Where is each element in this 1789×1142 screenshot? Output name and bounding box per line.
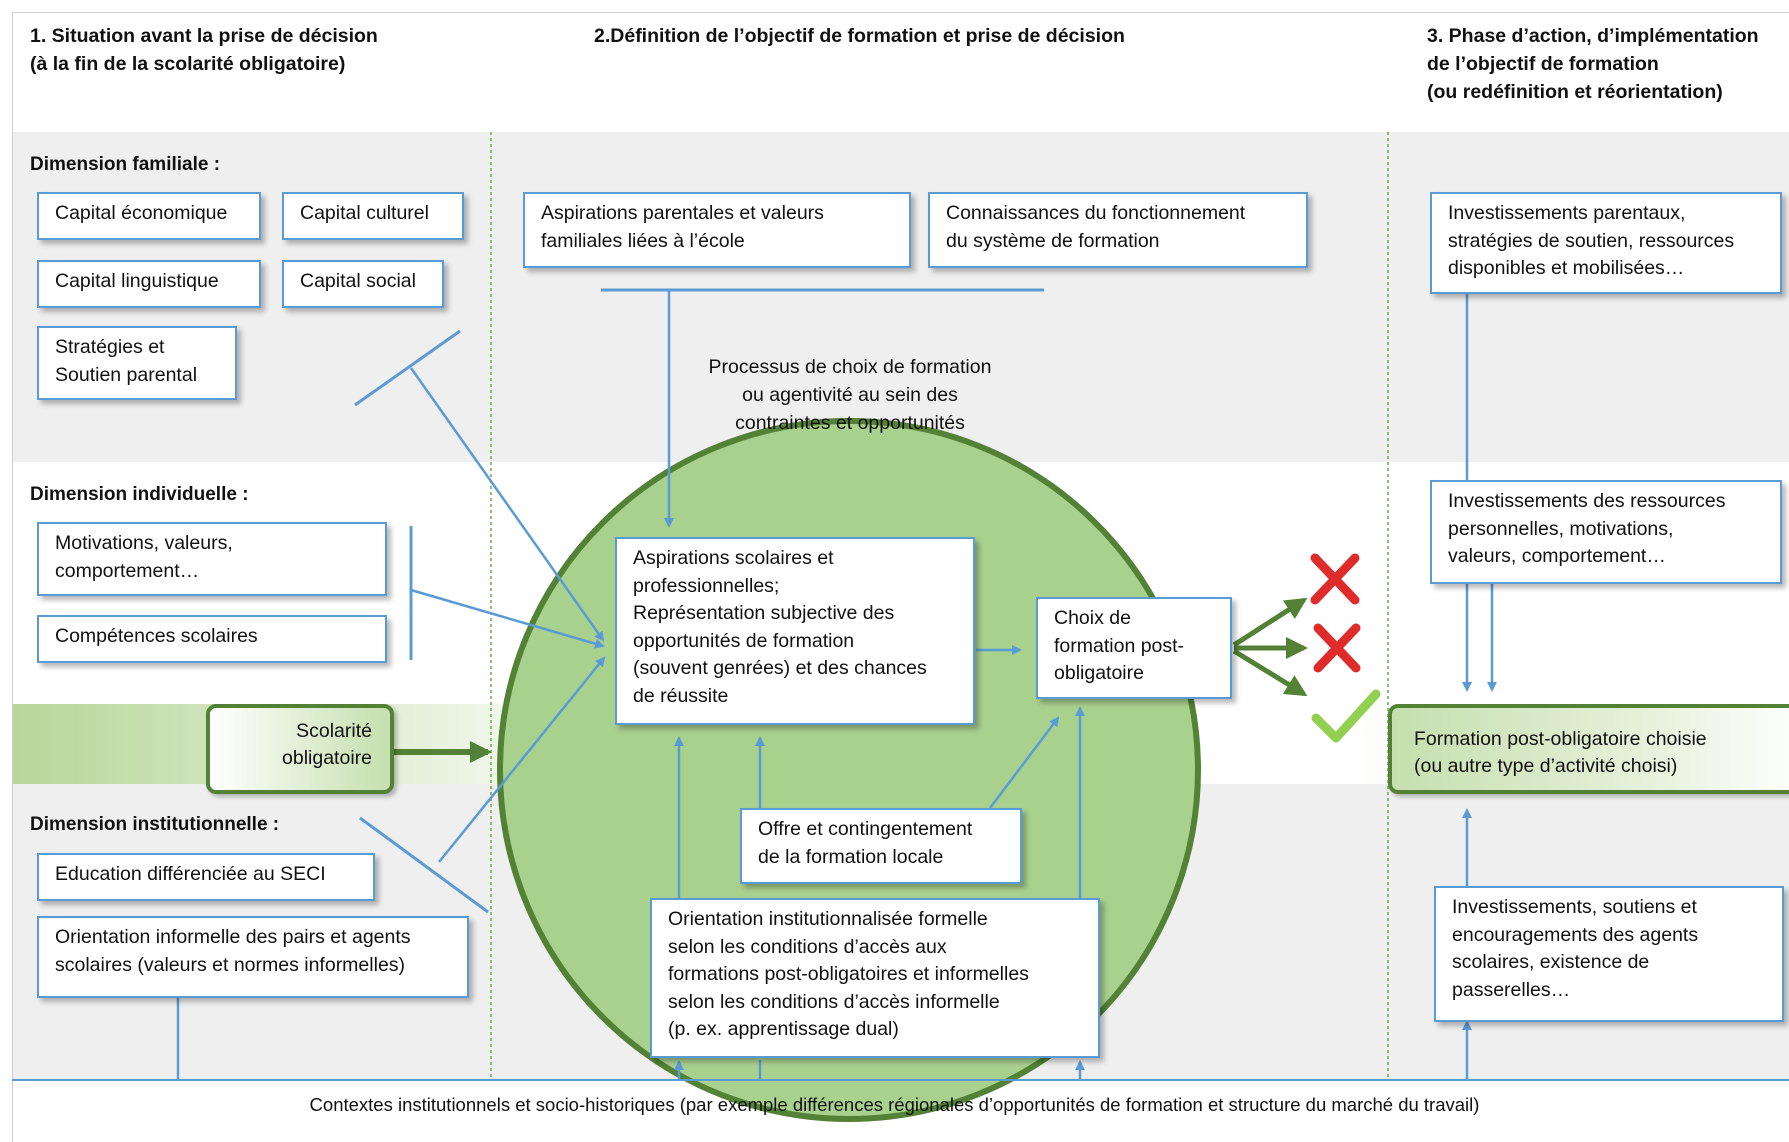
box-capital-culturel: Capital culturel xyxy=(282,192,464,240)
box-capital-economique: Capital économique xyxy=(37,192,261,240)
box-aspirations-scolaires: Aspirations scolaires et professionnelle… xyxy=(615,537,975,725)
scolarite-obligatoire-box: Scolarité obligatoire xyxy=(206,704,394,794)
box-connaissances: Connaissances du fonctionnement du systè… xyxy=(928,192,1308,268)
box-orientation-informelle: Orientation informelle des pairs et agen… xyxy=(37,916,469,998)
familiale-arrow xyxy=(409,367,605,642)
box-offre-formation: Offre et contingentement de la formation… xyxy=(740,808,1022,884)
dimension-institutionnelle-label: Dimension institutionnelle : xyxy=(30,814,280,835)
formation-choisie-box: Formation post-obligatoire choisie (ou a… xyxy=(1388,704,1789,794)
column-1-header: 1. Situation avant la prise de décision … xyxy=(30,25,378,75)
diagram-frame xyxy=(12,12,1789,1142)
box-orientation-institutionnalisee: Orientation institutionnalisée formelle … xyxy=(650,898,1100,1058)
dimension-individuelle-label: Dimension individuelle : xyxy=(30,484,249,505)
choix-arrow-3 xyxy=(1232,648,1308,697)
institutionnelle-arrow xyxy=(438,656,606,863)
box-education-seci: Education différenciée au SECI xyxy=(37,853,375,901)
cross-icon xyxy=(1310,553,1360,605)
box-investissements-personnels: Investissements des ressources personnel… xyxy=(1430,480,1782,584)
contextes-footer: Contextes institutionnels et socio-histo… xyxy=(309,1094,1480,1115)
box-choix-formation: Choix de formation post- obligatoire xyxy=(1036,597,1232,699)
column-3-header: 3. Phase d’action, d’implémentation de l… xyxy=(1427,25,1759,103)
box-strategies: Stratégies et Soutien parental xyxy=(37,326,237,400)
box-capital-social: Capital social xyxy=(282,260,444,308)
familiale-bar xyxy=(354,329,461,407)
box-motivations: Motivations, valeurs, comportement… xyxy=(37,522,387,596)
choix-arrow-1 xyxy=(1232,597,1308,648)
processus-label: Processus de choix de formation ou agent… xyxy=(708,356,992,434)
box-investissements-parentaux: Investissements parentaux, stratégies de… xyxy=(1430,192,1782,294)
box-capital-linguistique: Capital linguistique xyxy=(37,260,261,308)
institutionnelle-bar xyxy=(359,816,489,914)
box-competences: Compétences scolaires xyxy=(37,615,387,663)
cross-icon xyxy=(1313,623,1361,673)
offre-to-choix-arrow xyxy=(989,716,1060,809)
individuelle-arrow xyxy=(410,588,605,649)
box-aspirations-parentales: Aspirations parentales et valeurs famili… xyxy=(523,192,911,268)
dimension-familiale-label: Dimension familiale : xyxy=(30,154,221,175)
check-icon xyxy=(1311,689,1381,743)
column-2-header: 2.Définition de l’objectif de formation … xyxy=(594,25,1125,47)
box-investissements-agents: Investissements, soutiens et encourageme… xyxy=(1434,886,1784,1022)
